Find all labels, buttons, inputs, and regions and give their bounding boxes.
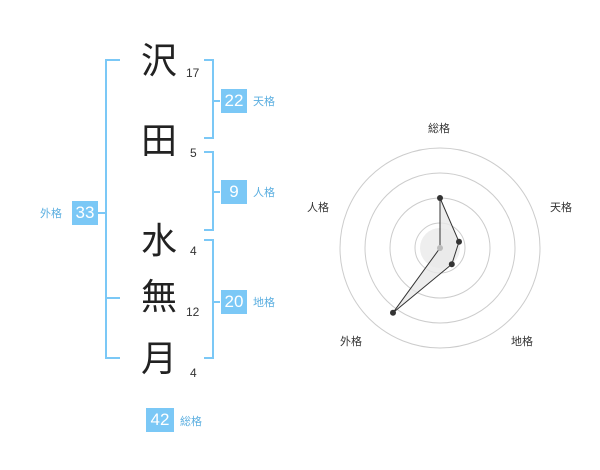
gaikaku-value: 33 bbox=[72, 201, 98, 225]
name-char-2: 田 bbox=[140, 121, 177, 162]
radar-ring bbox=[339, 147, 541, 349]
radar-polygon bbox=[392, 197, 460, 314]
gaikaku-label: 外格 bbox=[40, 207, 62, 220]
radar-axis-label-tenkaku: 天格 bbox=[550, 201, 572, 214]
stroke-count-5: 4 bbox=[190, 366, 197, 380]
soukaku-label: 総格 bbox=[180, 415, 202, 428]
name-char-4: 無 bbox=[140, 277, 177, 318]
name-char-3: 水 bbox=[140, 221, 177, 262]
chikaku-value: 20 bbox=[221, 290, 247, 314]
radar-center-dot bbox=[437, 245, 443, 251]
jinkaku-bracket bbox=[204, 151, 220, 231]
name-char-5: 月 bbox=[140, 339, 177, 380]
soukaku-value: 42 bbox=[146, 408, 174, 432]
jinkaku-value: 9 bbox=[221, 180, 247, 204]
radar-ring bbox=[364, 172, 516, 324]
tenkaku-bracket bbox=[204, 59, 220, 139]
tenkaku-label: 天格 bbox=[253, 95, 275, 108]
radar-point-3 bbox=[390, 309, 396, 316]
radar-point-1 bbox=[456, 238, 462, 245]
stroke-count-3: 4 bbox=[190, 244, 197, 258]
jinkaku-label: 人格 bbox=[253, 186, 275, 199]
radar-axis-label-gaikaku: 外格 bbox=[340, 335, 362, 348]
name-char-1: 沢 bbox=[140, 41, 177, 82]
stroke-count-4: 12 bbox=[186, 305, 200, 319]
tenkaku-value: 22 bbox=[221, 89, 247, 113]
chikaku-label: 地格 bbox=[253, 296, 275, 309]
stroke-count-2: 5 bbox=[190, 146, 197, 160]
stroke-count-1: 17 bbox=[186, 66, 200, 80]
radar-axis-label-jinkaku: 人格 bbox=[307, 201, 329, 214]
chikaku-bracket bbox=[204, 239, 220, 359]
radar-axis-label-soukaku: 総格 bbox=[428, 122, 450, 135]
radar-axis-label-chikaku: 地格 bbox=[511, 335, 533, 348]
radar-point-2 bbox=[448, 261, 455, 268]
radar-point-0 bbox=[437, 195, 443, 201]
